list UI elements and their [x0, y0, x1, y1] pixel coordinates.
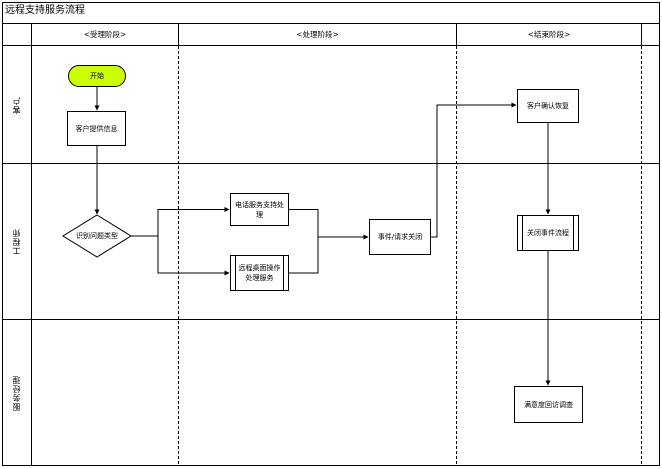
node-event-close-label: 事件/请求关闭: [377, 233, 423, 241]
close-event-box: [517, 215, 579, 251]
submit-info-box: [67, 111, 126, 146]
lane-label-engineer-text: 工程师: [12, 228, 21, 255]
lane-label-service-manager: 服务经理: [3, 320, 31, 465]
phase-header-accept: <受理阶段>: [83, 29, 127, 39]
node-close-event-label: 关闭事件流程: [527, 229, 569, 237]
lane-label-service-manager-text: 服务经理: [12, 374, 21, 411]
node-start-label: 开始: [90, 72, 104, 80]
phase-header-process: <处理阶段>: [296, 29, 339, 39]
phase-header-end: <结束阶段>: [527, 29, 571, 39]
lane-label-customer: 客户: [3, 46, 31, 163]
confirm-box: [517, 89, 579, 123]
start-terminator: [68, 65, 126, 87]
diagram-title: 远程支持服务流程: [5, 5, 85, 16]
edge-close-to-confirm: [431, 102, 517, 238]
node-phone-support-label: 电话服务支持处理: [235, 200, 284, 219]
phone-support-box: [230, 193, 289, 226]
lane-label-customer-text: 客户: [12, 95, 21, 114]
decision-diamond: [62, 214, 132, 258]
node-submit-info-label: 客户提供信息: [75, 124, 118, 133]
node-confirm-label: 客户确认恢复: [527, 102, 569, 110]
remote-support-box: [230, 255, 289, 291]
node-decision-label: 识别问题类型: [76, 232, 118, 240]
edge-remote-to-close: [289, 237, 319, 274]
lane-label-engineer: 工程师: [3, 164, 31, 319]
node-remote-support-label: 远程桌面操作处理服务: [238, 264, 281, 282]
edge-decision-to-phone: [131, 207, 230, 237]
edge-decision-to-remote: [157, 236, 230, 276]
satisfaction-box: [514, 386, 583, 423]
node-satisfaction-label: 满意度回访调查: [524, 400, 573, 409]
edge-phone-to-close: [289, 209, 369, 240]
event-close-box: [369, 219, 431, 255]
